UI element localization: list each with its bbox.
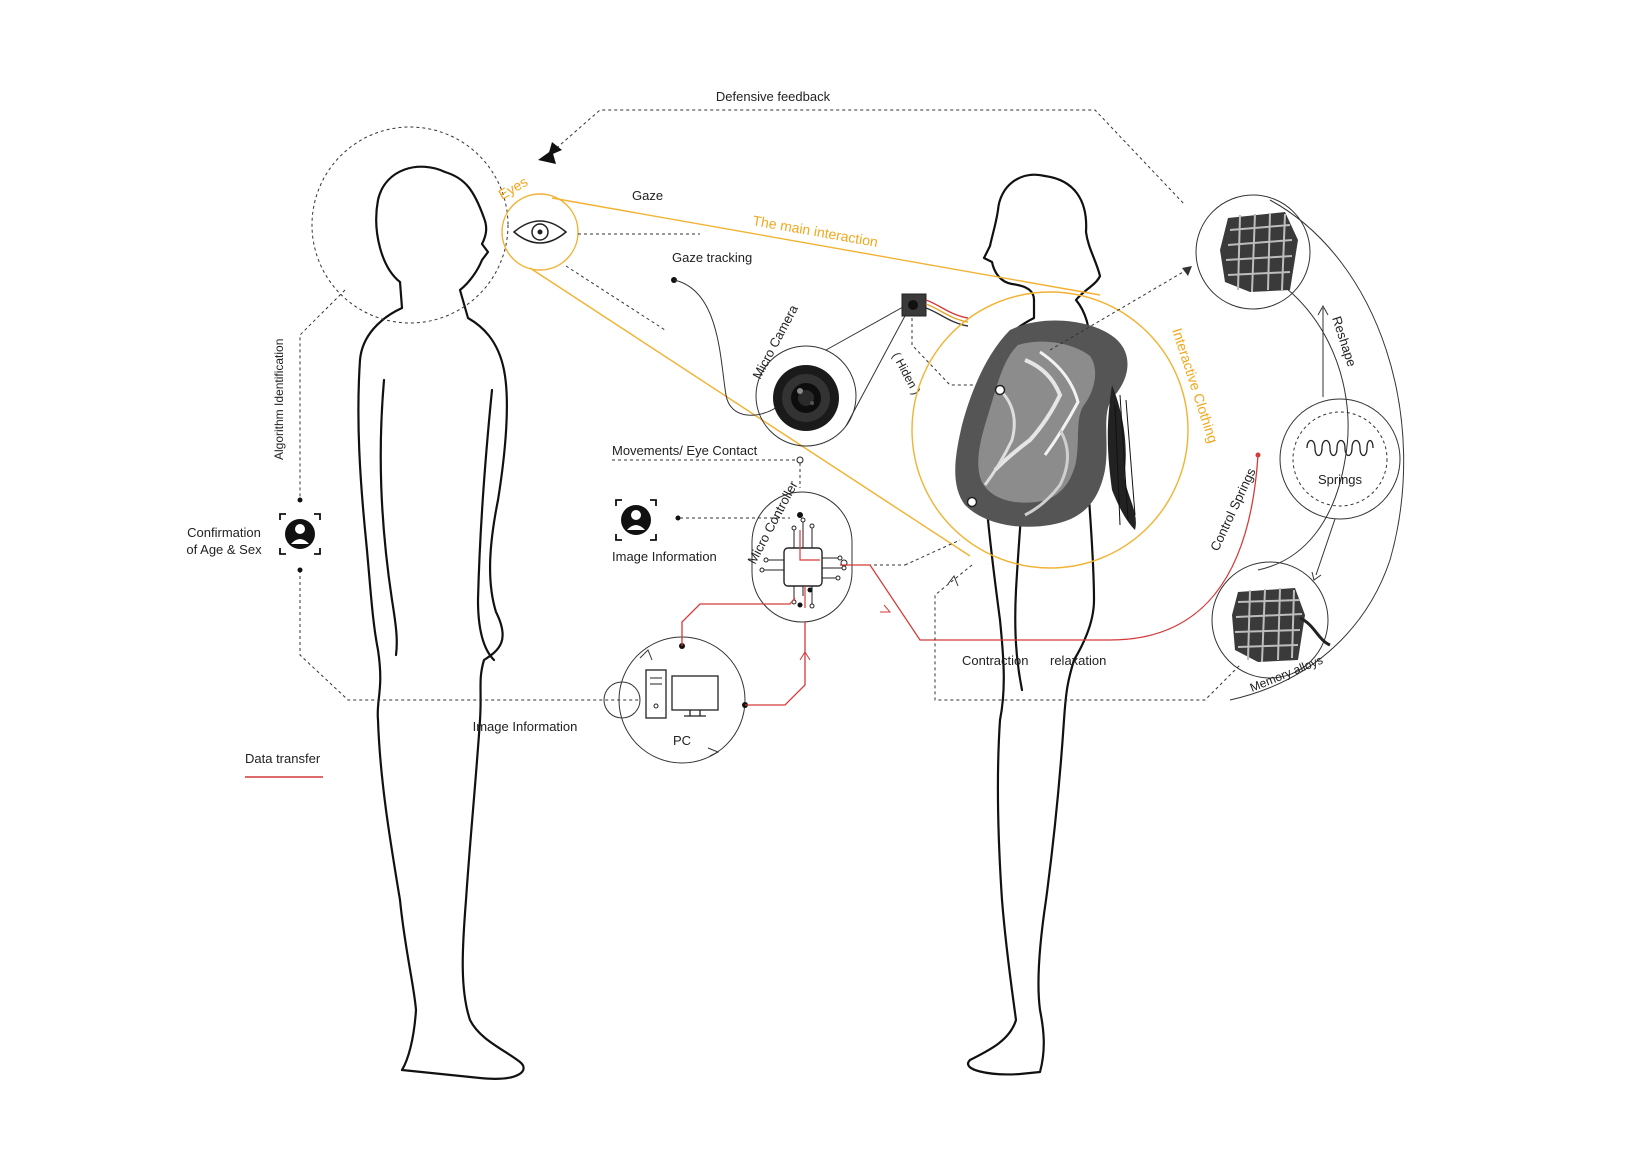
springs-label: Springs: [1318, 472, 1363, 487]
user-scan-icon: [279, 513, 321, 555]
image-info-top: Image Information: [612, 499, 790, 564]
eyes-label: Eyes: [496, 173, 531, 202]
female-figure: [966, 173, 1102, 1076]
defensive-feedback-label: Defensive feedback: [716, 89, 831, 104]
reshape-sample-circle: [1195, 194, 1311, 310]
contraction-label: Contraction: [962, 653, 1028, 668]
image-information-bottom-label: Image Information: [473, 719, 578, 734]
data-transfer-label: Data transfer: [245, 751, 321, 766]
material-cycle: Springs Reshape Memory alloys Control Sp…: [1195, 194, 1405, 701]
eye-icon: [512, 220, 568, 244]
confirmation-label-line1: Confirmation: [187, 525, 261, 540]
defensive-arrow-icon: [538, 150, 556, 164]
chip-icon: [759, 517, 847, 609]
movements-eye-contact-label: Movements/ Eye Contact: [612, 443, 758, 458]
pc-node: PC Image Information: [473, 636, 748, 764]
interactive-clothing-label: Interactive Clothing: [1169, 326, 1221, 445]
gaze-tracking: Gaze tracking: [671, 250, 781, 416]
micro-camera: Micro Camera ( Hiden ): [749, 293, 988, 447]
relaxation-label: relaxation: [1050, 653, 1106, 668]
algorithm-identification-label: Algorithm Identification: [272, 339, 286, 460]
micro-controller-label: Micro Controller: [744, 478, 801, 567]
springs-inner-circle: [1292, 411, 1388, 507]
micro-controller: Movements/ Eye Contact Micro Controller: [612, 443, 961, 623]
head-scan-circle: [311, 126, 509, 324]
algorithm-loop: Algorithm Identification Confirmation of…: [186, 289, 640, 701]
controller-capsule: [751, 491, 853, 623]
pc-label: PC: [673, 733, 691, 748]
computer-icon: [645, 669, 719, 719]
mesh-sample-bottom: [1232, 587, 1331, 663]
eyes-circle: [501, 193, 579, 271]
head-zone: Eyes Gaze: [311, 126, 700, 331]
springs-outer-circle: [1279, 398, 1401, 520]
camera-lens-icon: [773, 365, 839, 431]
image-information-top-label: Image Information: [612, 549, 717, 564]
gaze-tracking-label: Gaze tracking: [672, 250, 752, 265]
clothing-texture: [955, 320, 1136, 530]
mesh-sample-top: [1220, 212, 1298, 293]
reshape-label: Reshape: [1329, 314, 1359, 368]
gaze-label: Gaze: [632, 188, 663, 203]
camera-module-icon: [901, 293, 969, 327]
memory-alloy-circle: [1211, 561, 1329, 679]
user-scan-icon: [615, 499, 657, 541]
contraction-loop: Contraction relaxation: [934, 564, 1241, 701]
defensive-feedback-loop: Defensive feedback: [538, 89, 1186, 206]
interactive-clothing: Interactive Clothing: [911, 266, 1221, 569]
camera-circle: [755, 345, 857, 447]
data-transfer-lines: Data transfer: [245, 452, 1261, 778]
pc-input-circle: [603, 681, 641, 719]
spring-coil-icon: [1306, 439, 1374, 457]
confirmation-label-line2: of Age & Sex: [186, 542, 262, 557]
clothing-circle: [911, 291, 1189, 569]
male-figure: [357, 165, 525, 1080]
